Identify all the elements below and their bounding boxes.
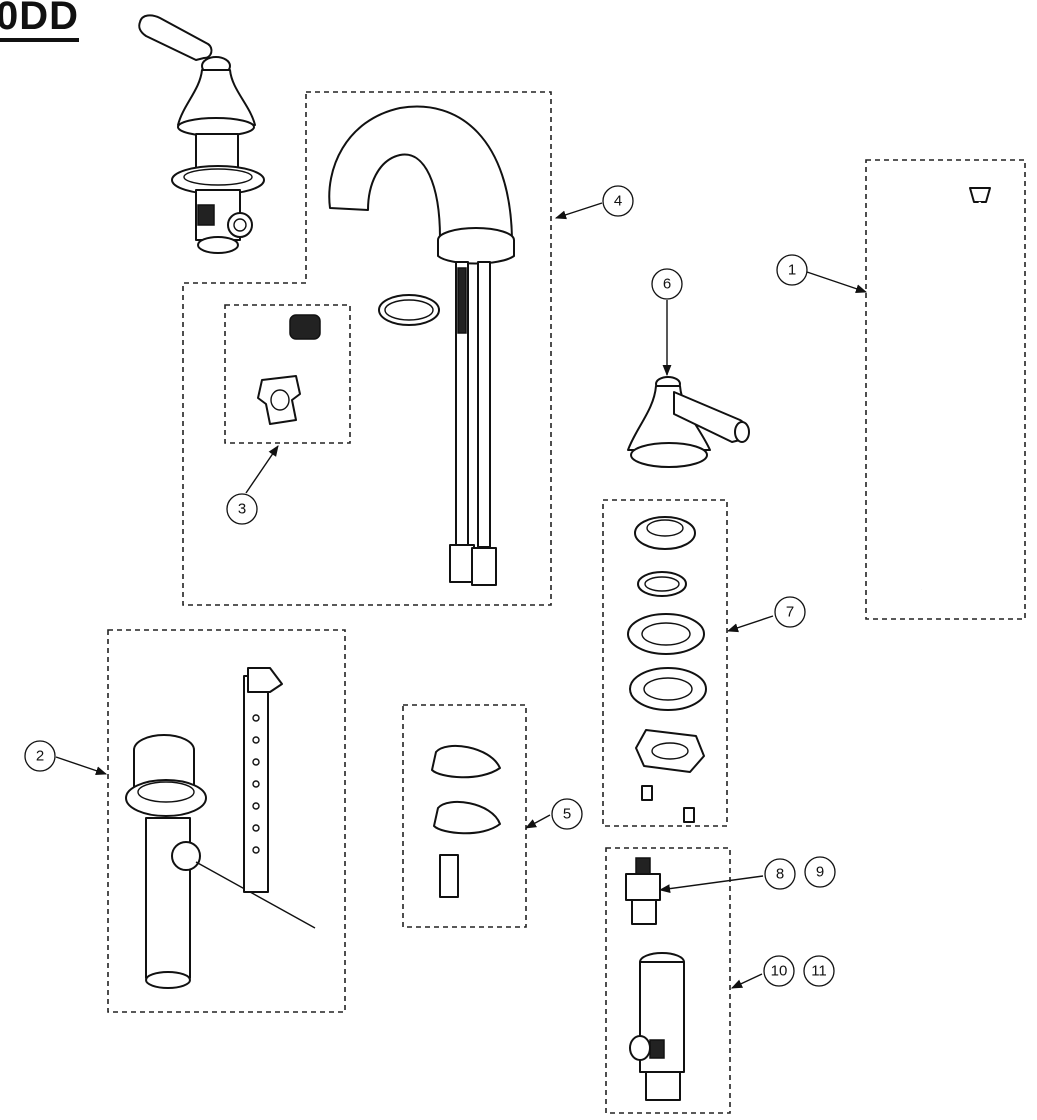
callout-label-2: 2 [36,748,44,765]
escutcheon-stack [627,516,707,823]
callout-label-5: 5 [563,806,571,823]
diagram-title: 0DD [0,0,80,42]
group-box-drain [107,629,346,1013]
right-handle [627,376,750,468]
drain-assembly [125,667,316,989]
valve-cartridge [625,857,661,925]
leader-3 [245,445,279,494]
callout-label-10: 10 [771,963,788,980]
callout-label-3: 3 [238,501,246,518]
callout-8: 8 [764,858,796,890]
leader-8 [658,875,764,894]
aerator [257,314,321,425]
callout-11: 11 [803,955,835,987]
spout [328,105,515,586]
group-box-lift-rod [865,159,1026,620]
lift-rod [920,187,991,591]
callout-1: 1 [776,254,808,286]
leader-10 [730,973,763,989]
valve-body [629,952,685,1101]
left-handle-assembly [138,14,265,254]
leader-5 [525,814,551,829]
group-box-aerator [224,304,351,444]
leader-7 [726,615,774,633]
callout-label-4: 4 [614,193,622,210]
callout-3: 3 [226,493,258,525]
group-box-spout [182,91,552,606]
leader-1 [806,271,868,294]
leader-2 [55,756,108,775]
callout-label-8: 8 [776,866,784,883]
callout-6: 6 [651,268,683,300]
callout-7: 7 [774,596,806,628]
callout-label-11: 11 [811,963,827,980]
callout-2: 2 [24,740,56,772]
callout-label-6: 6 [663,276,671,293]
callout-label-1: 1 [788,262,796,279]
callout-5: 5 [551,798,583,830]
callout-4: 4 [602,185,634,217]
callout-9: 9 [804,856,836,888]
callout-10: 10 [763,955,795,987]
group-box-hardware [402,704,527,928]
hardware-clips [431,745,501,898]
group-box-valve [605,847,731,1114]
leader-4 [554,202,603,220]
callout-label-7: 7 [786,604,794,621]
callout-label-9: 9 [816,864,824,881]
